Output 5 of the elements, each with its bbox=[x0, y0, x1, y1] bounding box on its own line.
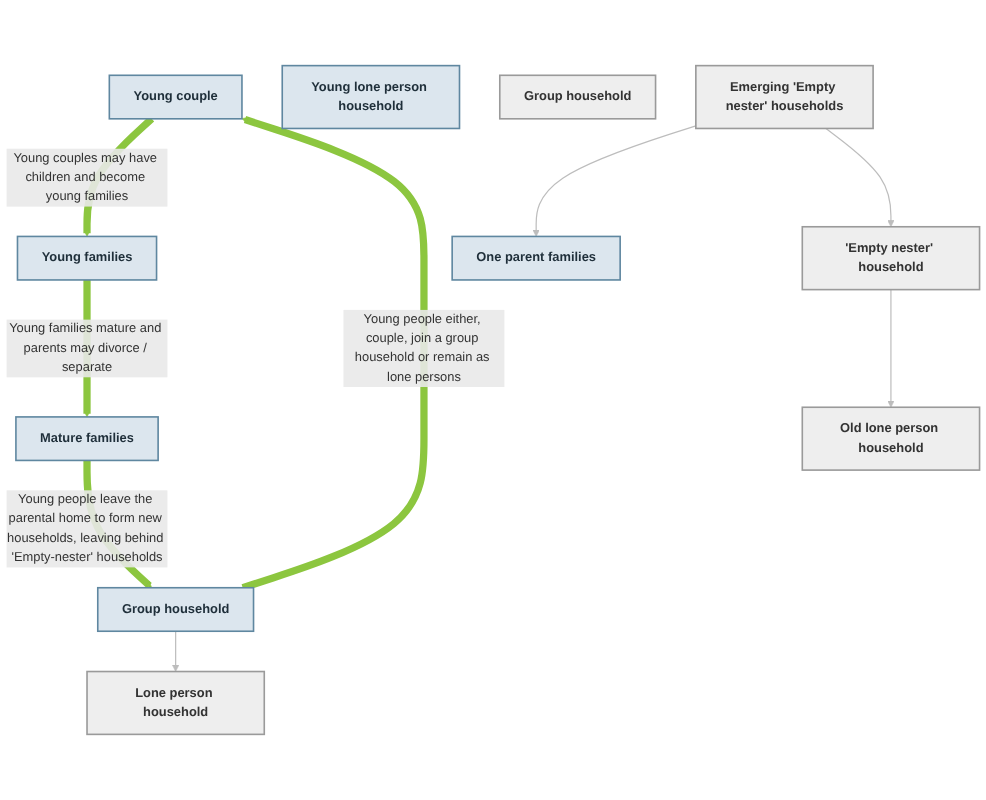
arrow bbox=[241, 116, 428, 592]
arrow bbox=[887, 289, 895, 408]
arrow bbox=[172, 630, 180, 672]
arrow bbox=[825, 127, 895, 228]
arrow bbox=[532, 125, 697, 237]
